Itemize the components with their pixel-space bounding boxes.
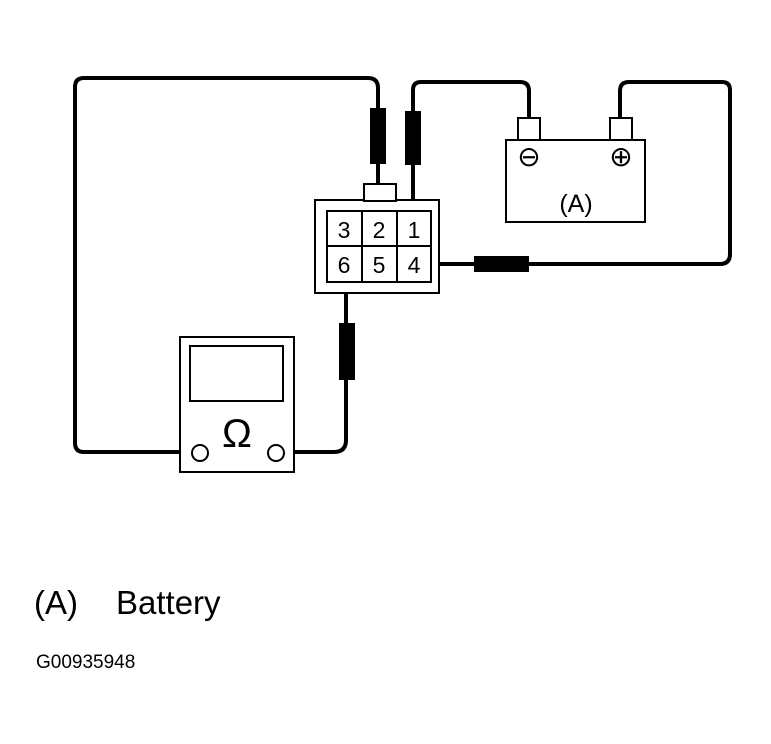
pin-label-2: 2	[373, 217, 386, 243]
six-pin-connector	[314, 183, 440, 294]
battery-negative-symbol: ⊖	[517, 141, 540, 172]
battery	[505, 117, 646, 223]
legend-caption: (A) Battery	[34, 584, 221, 622]
ohmmeter	[179, 336, 295, 473]
wire-pin4-to-battery-positive	[426, 80, 732, 266]
meter-terminal-right	[267, 444, 285, 462]
legend-key: (A)	[34, 584, 78, 621]
pin-label-1: 1	[408, 217, 421, 243]
pin-label-3: 3	[338, 217, 351, 243]
pin-label-5: 5	[373, 252, 386, 278]
figure-id: G00935948	[36, 652, 136, 673]
legend-text: Battery	[116, 584, 221, 621]
probe-sleeve-pin1	[405, 111, 421, 165]
battery-positive-terminal	[609, 117, 633, 141]
connector-lock-tab	[363, 183, 397, 202]
meter-terminal-left	[191, 444, 209, 462]
probe-sleeve-pin6	[339, 323, 355, 380]
battery-negative-terminal	[517, 117, 541, 141]
pin-label-6: 6	[338, 252, 351, 278]
wire-pin6-to-meter	[280, 274, 348, 454]
pin-label-4: 4	[408, 252, 421, 278]
ohm-icon: Ω	[222, 412, 252, 456]
wire-meter-to-pin2	[73, 76, 380, 454]
battery-positive-symbol: ⊕	[609, 141, 632, 172]
probe-sleeve-pin4	[474, 256, 529, 272]
meter-display	[189, 345, 284, 402]
battery-body	[505, 139, 646, 223]
probe-sleeve-pin2	[370, 108, 386, 164]
battery-label: (A)	[559, 190, 592, 218]
wire-pin1-to-battery-negative	[411, 80, 531, 208]
